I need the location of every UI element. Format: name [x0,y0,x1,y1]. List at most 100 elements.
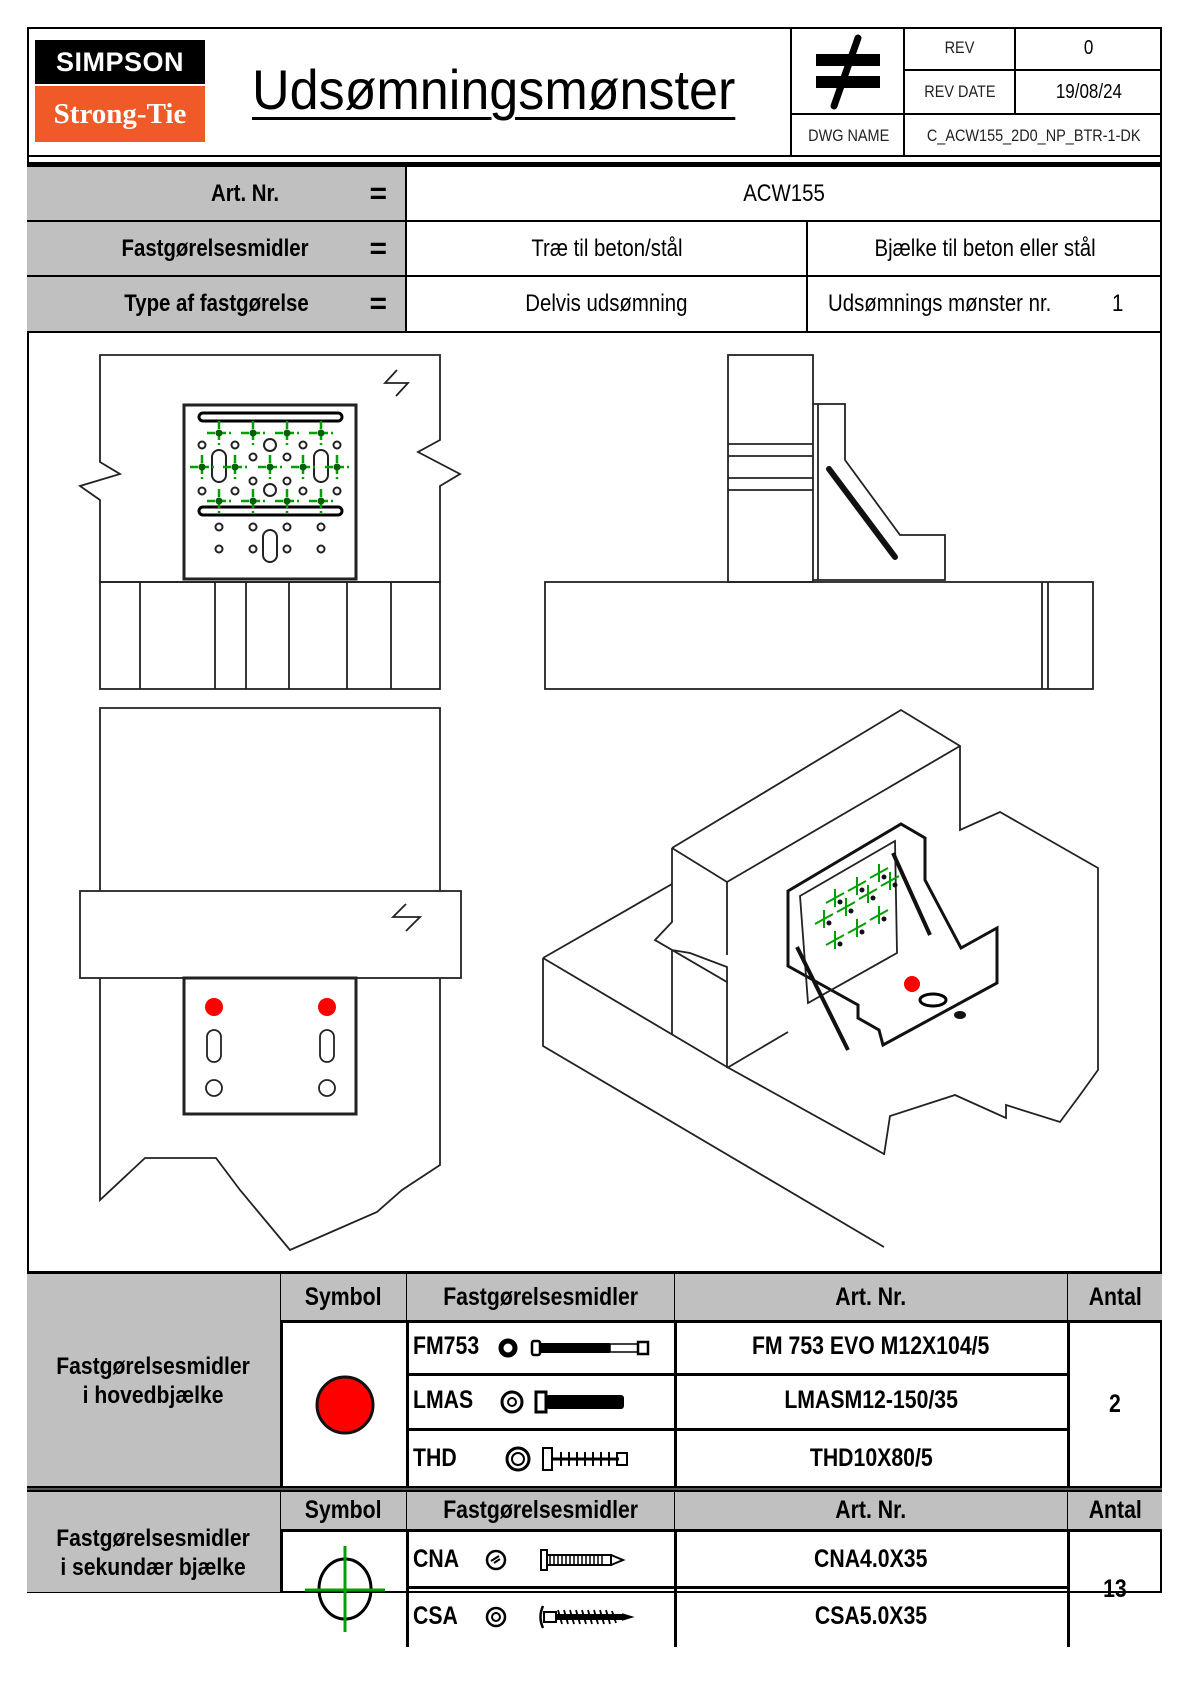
header-art-nr: Art. Nr. [675,1274,1070,1323]
group-label-line2: i sekundær bjælke [60,1554,247,1581]
info-table: Art. Nr. = ACW155 Fastgørelsesmidler = T… [27,165,1162,333]
art-nr-text: FM 753 EVO M12X104/5 [752,1332,990,1360]
header-qty: Antal [1068,1492,1162,1532]
header-fastener: Fastgørelsesmidler [407,1274,677,1323]
info-label-text: Fastgørelsesmidler [121,234,309,262]
pattern-label: Udsømnings mønster nr. [828,290,1052,317]
info-value-fasteners-2: Bjælke til beton eller stål [806,220,1162,277]
primary-qty: 2 [1109,1390,1121,1418]
dwg-name-label-cell: DWG NAME [790,113,905,157]
fastening-type-value: Delvis udsømning [525,290,688,317]
art-nr-text: CSA5.0X35 [814,1602,928,1630]
logo-simpson: SIMPSON [35,40,205,84]
rev-date-value: 19/08/24 [1055,80,1123,103]
rev-value: 0 [1084,36,1094,59]
fastener-name: FM753 [413,1332,480,1360]
fastener-type-2: Bjælke til beton eller stål [874,234,1096,262]
thd-screw-icon [505,1446,628,1472]
secondary-table-body: CNA CNA4.0X35 CSA CSA5.0X35 13 [27,1532,1162,1652]
rev-date-value-cell: 19/08/24 [1014,69,1162,115]
symbol-cell [790,27,903,117]
table-separator [27,1486,1162,1492]
info-value-fasteners-1: Træ til beton/stål [405,220,808,277]
rev-date-label-cell: REV DATE [903,69,1016,115]
pattern-number: 1 [1111,290,1123,317]
info-label-fastening-type: Type af fastgørelse = [27,275,407,333]
art-nr-fm753: FM 753 EVO M12X104/5 [675,1320,1070,1376]
primary-symbol-cell [281,1320,409,1489]
group-label-line1: Fastgørelsesmidler [56,1525,251,1553]
header-fastener: Fastgørelsesmidler [407,1492,677,1532]
header-art-nr-text: Art. Nr. [835,1282,907,1311]
rev-date-label: REV DATE [923,82,996,101]
header-separator [27,162,1162,165]
not-equal-icon [816,34,880,110]
header-qty-text: Antal [1088,1282,1142,1311]
art-nr-value: ACW155 [743,179,826,207]
header-symbol-text: Symbol [305,1282,382,1311]
info-label-art-nr: Art. Nr. = [27,165,407,222]
revision-block: REV 0 REV DATE 19/08/24 DWG NAME C_ACW15… [790,27,1162,157]
title-block: SIMPSON Strong-Tie Udsømningsmønster [27,27,1162,157]
cna-nail-icon [485,1549,626,1571]
fastener-name: LMAS [413,1386,474,1414]
fastener-name: CNA [413,1544,460,1573]
header-art-nr: Art. Nr. [675,1492,1070,1532]
fastener-row-cna: CNA [407,1532,677,1589]
header-symbol-text: Symbol [305,1496,382,1524]
header-symbol: Symbol [281,1492,409,1532]
equals-sign: = [369,231,387,265]
art-nr-text: CNA4.0X35 [814,1544,928,1573]
header-qty: Antal [1068,1274,1162,1323]
red-dot-icon [315,1375,375,1435]
fastener-type-1: Træ til beton/stål [530,234,683,262]
lmas-bolt-icon [500,1390,624,1414]
drawing-frame [27,27,1162,1593]
dwg-name-label: DWG NAME [807,126,890,145]
fastener-row-fm753: FM753 [407,1320,677,1376]
group-label-line1: Fastgørelsesmidler [56,1352,251,1380]
logo-strong-tie: Strong-Tie [35,86,205,142]
info-value-pattern: Udsømnings mønster nr. 1 [806,275,1162,333]
page-title: Udsømningsmønster [252,57,736,121]
art-nr-text: THD10X80/5 [809,1444,933,1472]
equals-sign: = [369,287,387,320]
header-art-nr-text: Art. Nr. [835,1496,907,1524]
primary-qty-cell: 2 [1068,1320,1162,1489]
info-label-fasteners: Fastgørelsesmidler = [27,220,407,277]
info-label-text: Art. Nr. [210,179,279,207]
fastener-row-lmas: LMAS [407,1373,677,1431]
csa-screw-icon [485,1605,635,1629]
fastener-row-thd: THD [407,1428,677,1489]
art-nr-lmas: LMASM12-150/35 [675,1373,1070,1431]
info-label-text: Type af fastgørelse [124,290,309,317]
art-nr-csa: CSA5.0X35 [675,1586,1070,1647]
secondary-qty-cell: 13 [1068,1532,1162,1647]
art-nr-cna: CNA4.0X35 [675,1532,1070,1589]
green-crosshair-icon [305,1546,385,1632]
info-value-fastening-type: Delvis udsømning [405,275,808,333]
art-nr-thd: THD10X80/5 [675,1428,1070,1489]
header-qty-text: Antal [1088,1496,1142,1524]
rev-label-cell: REV [903,27,1016,71]
art-nr-text: LMASM12-150/35 [784,1386,958,1414]
rev-label: REV [944,38,975,57]
info-value-art-nr: ACW155 [405,165,1162,222]
fastener-row-csa: CSA [407,1586,677,1647]
dwg-name-value-cell: C_ACW155_2D0_NP_BTR-1-DK [903,113,1162,157]
equals-sign: = [369,176,387,210]
header-fastener-text: Fastgørelsesmidler [443,1282,638,1311]
header-symbol: Symbol [281,1274,409,1323]
secondary-qty: 13 [1103,1575,1127,1603]
anchor-bolt-icon [498,1338,650,1358]
group-label-line2: i hovedbjælke [83,1381,224,1409]
secondary-symbol-cell [281,1532,409,1647]
fastener-name: THD [413,1444,457,1472]
header-fastener-text: Fastgørelsesmidler [443,1496,638,1524]
fastener-name: CSA [413,1602,458,1630]
dwg-name-value: C_ACW155_2D0_NP_BTR-1-DK [926,126,1141,145]
